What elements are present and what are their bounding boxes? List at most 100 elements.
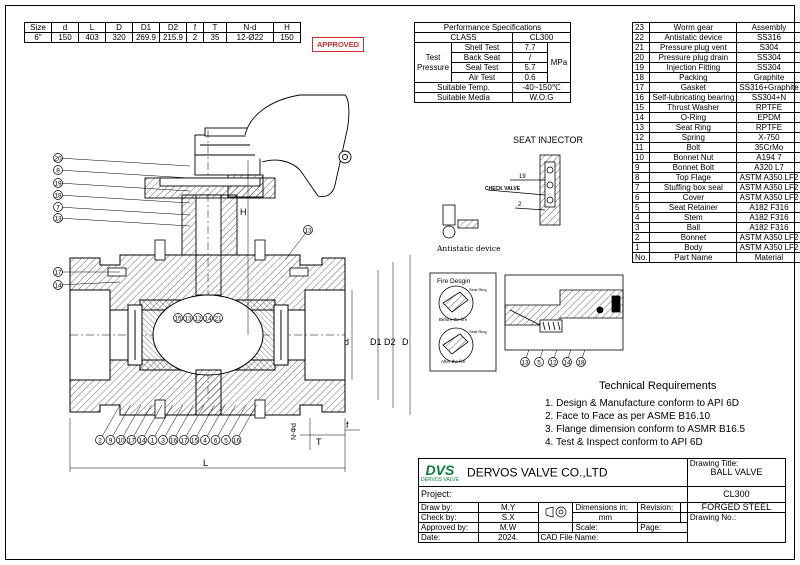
callout-number: 8 bbox=[56, 167, 60, 174]
injector-label-2: 2 bbox=[518, 202, 522, 208]
dimensions-table: Size d L D D1 D2 f T N-d H 6" 150 403 32… bbox=[24, 22, 301, 43]
callout-balloon: 4 bbox=[200, 404, 226, 445]
callout-balloon: 6 bbox=[210, 404, 236, 445]
callout-number: 21 bbox=[214, 315, 222, 322]
callout-number: 3 bbox=[161, 437, 165, 444]
drawing-frame bbox=[5, 5, 795, 560]
media-value: W.O.G bbox=[512, 92, 571, 103]
requirement-item: 4. Test & Inspect conform to API 6D bbox=[545, 437, 703, 448]
company-logo-sub: DERVOS VALVE bbox=[421, 476, 459, 483]
callout-balloon: 16 bbox=[231, 404, 257, 445]
parts-footer-material: Material bbox=[736, 252, 800, 263]
fire-before-label: Before the fire bbox=[439, 317, 468, 322]
callout-number: 10 bbox=[117, 437, 125, 444]
drawing-title: BALL VALVE bbox=[710, 467, 763, 477]
antistatic-label: Antistatic device bbox=[436, 244, 501, 253]
callout-balloon: 14 bbox=[203, 313, 213, 323]
check-by-value: S.X bbox=[477, 512, 539, 523]
dimension-lines bbox=[69, 160, 411, 472]
callout-number: 14 bbox=[563, 359, 571, 366]
performance-table: Performance Specifications CLASS CL300 T… bbox=[414, 22, 571, 103]
company-name: DERVOS VALVE CO.,LTD bbox=[467, 465, 608, 479]
callout-balloon: 2 bbox=[95, 404, 121, 445]
callout-number: 18 bbox=[54, 192, 62, 199]
callout-number: 12 bbox=[194, 315, 202, 322]
dimension-labels: L d D1 D2 D H T f N-Φd bbox=[203, 207, 409, 468]
callout-number: 4 bbox=[203, 437, 207, 444]
dim-label-f: f bbox=[346, 420, 349, 430]
callout-balloon: 3 bbox=[158, 404, 184, 445]
fire-after-label: After the fire bbox=[441, 359, 466, 364]
parts-footer-no: No. bbox=[631, 252, 651, 263]
callout-number: 18 bbox=[577, 359, 585, 366]
dimensions-header-row: Size d L D D1 D2 f T N-d H bbox=[24, 22, 301, 33]
callout-number: 19 bbox=[54, 180, 62, 187]
title-block-table: DVS DERVOS VALVE DERVOS VALVE CO.,LTD Dr… bbox=[418, 458, 787, 543]
page-label: Page: bbox=[637, 522, 688, 533]
callout-balloon: 15 bbox=[173, 313, 183, 323]
callout-balloon: 17 bbox=[126, 404, 152, 445]
approved-by-value: M.W bbox=[477, 522, 539, 533]
callout-balloon: 7 bbox=[53, 202, 191, 216]
projection-symbol-icon bbox=[545, 506, 566, 517]
callout-number: 14 bbox=[138, 437, 146, 444]
callout-number: 2 bbox=[98, 437, 102, 444]
callout-balloon: 18 bbox=[576, 329, 592, 367]
fire-tag-after: Seat Ring bbox=[469, 329, 487, 334]
callout-balloon: 21 bbox=[213, 313, 223, 323]
dim-value: 150 bbox=[273, 32, 301, 43]
callout-balloon: 13 bbox=[284, 225, 313, 261]
drawing-no-label: Drawing No.: bbox=[686, 512, 787, 543]
seat-injector: 19 2 CHECK VALVE bbox=[485, 154, 561, 226]
approved-stamp: APPROVED bbox=[312, 37, 365, 52]
callout-balloon: 1 bbox=[147, 404, 173, 445]
callout-number: 16 bbox=[233, 437, 241, 444]
callout-balloon: 20 bbox=[53, 153, 191, 167]
dimensions-unit: mm bbox=[572, 512, 639, 523]
callout-number: 17 bbox=[128, 437, 136, 444]
callout-number: 13 bbox=[304, 227, 312, 234]
callout-balloon: 5 bbox=[221, 404, 247, 445]
draw-by-label: Draw by: bbox=[418, 502, 479, 513]
draw-by-value: M.Y bbox=[477, 502, 539, 513]
requirement-item: 1. Design & Manufacture conform to API 6… bbox=[545, 398, 739, 409]
dim-label-H: H bbox=[240, 207, 247, 217]
callout-balloon: 13 bbox=[183, 313, 193, 323]
dim-label-Nd: N-Φd bbox=[291, 423, 298, 440]
callout-balloon: 16 bbox=[168, 404, 194, 445]
callout-balloon: 19 bbox=[53, 178, 191, 192]
callout-balloon: 17 bbox=[179, 404, 205, 445]
callout-balloon: 15 bbox=[189, 404, 215, 445]
cad-file-label: CAD File Name: bbox=[537, 532, 688, 543]
callout-balloon: 14 bbox=[53, 280, 121, 290]
drawing-title-label: Drawing Title: bbox=[689, 459, 739, 468]
callout-number: 6 bbox=[214, 437, 218, 444]
callout-balloon: 14 bbox=[137, 404, 163, 445]
dim-label-D2: D2 bbox=[384, 337, 396, 347]
dimensions-label: Dimensions in: bbox=[572, 502, 639, 513]
antistatic-device: Antistatic device bbox=[436, 204, 501, 253]
callout-number: 17 bbox=[180, 437, 188, 444]
callout-balloon: 18 bbox=[53, 190, 191, 204]
check-by-label: Check by: bbox=[418, 512, 479, 523]
fire-design: Fire Desgin Seat Ring Seat Ring Before t… bbox=[429, 272, 497, 372]
drawing-class: CL300 bbox=[686, 486, 787, 503]
revision-label: Revision: bbox=[637, 502, 682, 513]
callout-number: 13 bbox=[521, 359, 529, 366]
callout-balloon: 12 bbox=[193, 313, 203, 323]
callout-balloon: 13 bbox=[53, 213, 191, 227]
requirement-item: 2. Face to Face as per ASME B16.10 bbox=[545, 411, 711, 422]
callout-balloon: 10 bbox=[116, 404, 142, 445]
dim-label-D1: D1 bbox=[370, 337, 382, 347]
technical-requirements: Technical Requirements 1. Design & Manuf… bbox=[545, 380, 745, 449]
seat-injector-title: SEAT INJECTOR bbox=[513, 135, 584, 145]
callout-number: 17 bbox=[54, 269, 62, 276]
fire-design-title: Fire Desgin bbox=[437, 278, 471, 285]
callout-balloon: 9 bbox=[105, 404, 131, 445]
title-block: DVS DERVOS VALVE DERVOS VALVE CO.,LTD Dr… bbox=[418, 458, 787, 546]
dim-label-T: T bbox=[316, 437, 322, 447]
callout-number: 5 bbox=[224, 437, 228, 444]
